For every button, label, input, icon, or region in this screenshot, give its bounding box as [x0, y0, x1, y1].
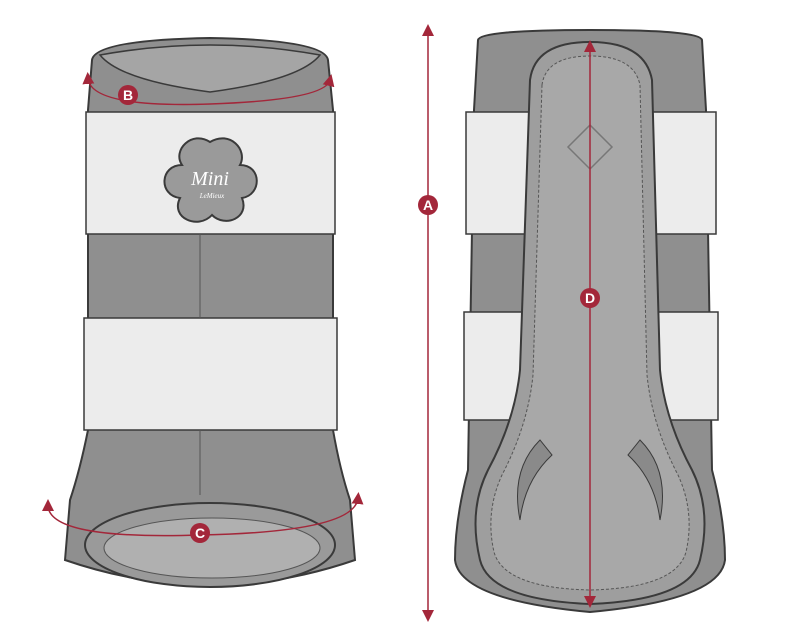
- measurement-d: D: [580, 40, 600, 608]
- label-d: D: [585, 290, 595, 306]
- logo-mini: Mini: [190, 168, 229, 190]
- lower-strap: [83, 317, 338, 431]
- boot-front-view: Mini LeMieux: [63, 36, 357, 588]
- label-a: A: [423, 197, 433, 213]
- measurement-c: C: [42, 492, 364, 543]
- label-c: C: [195, 525, 205, 541]
- measurement-a: A: [418, 24, 438, 622]
- measurement-b: B: [82, 72, 335, 106]
- logo-lemieux: LeMieux: [199, 192, 225, 200]
- label-b: B: [123, 87, 133, 103]
- logo: Mini LeMieux: [163, 137, 258, 223]
